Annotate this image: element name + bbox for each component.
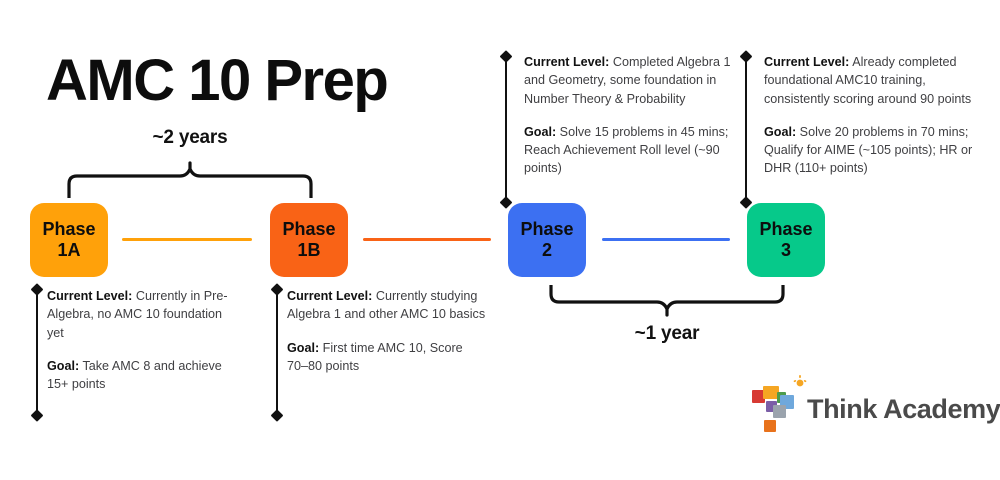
brace-one-year-shape (549, 285, 785, 317)
phase-box-1b[interactable]: Phase 1B (270, 203, 348, 277)
lightbulb-icon (793, 375, 807, 387)
connector-1b-2 (363, 238, 491, 241)
leader-cap-top-1b (270, 283, 284, 296)
detail-3-current: Current Level: Already completed foundat… (764, 53, 980, 108)
detail-1b-goal-text: First time AMC 10, Score 70–80 points (287, 340, 463, 373)
detail-1a-goal-text: Take AMC 8 and achieve 15+ points (47, 358, 222, 391)
detail-3-goal-label: Goal: (764, 124, 797, 139)
detail-2-goal: Goal: Solve 15 problems in 45 mins; Reac… (524, 123, 734, 178)
detail-1a-current: Current Level: Currently in Pre-Algebra,… (47, 287, 237, 342)
think-academy-logo: Think Academy (752, 375, 1000, 432)
logo-square-dot (764, 420, 776, 432)
detail-1a-goal: Goal: Take AMC 8 and achieve 15+ points (47, 357, 237, 394)
phase-2-label-line2: 2 (541, 240, 552, 260)
logo-square-orange (763, 386, 779, 399)
brace-one-year-label: ~1 year (634, 323, 700, 344)
detail-1a-goal-label: Goal: (47, 358, 80, 373)
detail-3-goal: Goal: Solve 20 problems in 70 mins; Qual… (764, 123, 980, 178)
phase-box-1a[interactable]: Phase 1A (30, 203, 108, 277)
detail-2-current-label: Current Level: (524, 55, 610, 69)
detail-1b-current-text: Currently studying Algebra 1 and other A… (287, 289, 486, 322)
detail-2-goal-label: Goal: (524, 124, 557, 139)
phase-1a-label-line1: Phase (42, 219, 96, 240)
leader-cap-top-3 (739, 50, 753, 63)
detail-2-goal-text: Solve 15 problems in 45 mins; Reach Achi… (524, 124, 729, 176)
logo-square-red (752, 390, 765, 403)
leader-line-1a (30, 283, 44, 422)
detail-1b-goal: Goal: First time AMC 10, Score 70–80 poi… (287, 339, 487, 376)
detail-phase-1b: Current Level: Currently studying Algebr… (287, 287, 487, 375)
think-academy-logo-mark (752, 386, 798, 432)
detail-phase-3: Current Level: Already completed foundat… (764, 53, 980, 178)
phase-box-3[interactable]: Phase 3 (747, 203, 825, 277)
detail-2-current: Current Level: Completed Algebra 1 and G… (524, 53, 734, 108)
logo-square-gray (773, 405, 786, 418)
leader-line-2 (499, 50, 513, 209)
detail-3-current-label: Current Level: (764, 55, 850, 69)
brace-two-years-shape (67, 161, 313, 198)
leader-cap-top-2 (499, 50, 513, 63)
leader-cap-bottom-1a (30, 409, 44, 422)
detail-1a-current-text: Currently in Pre-Algebra, no AMC 10 foun… (47, 289, 228, 340)
detail-1a-current-label: Current Level: (47, 289, 133, 303)
think-academy-wordmark: Think Academy (807, 393, 1000, 424)
detail-phase-2: Current Level: Completed Algebra 1 and G… (524, 53, 734, 178)
logo-square-purple (766, 401, 777, 412)
connector-1a-1b (122, 238, 252, 241)
leader-line-1b (270, 283, 284, 422)
leader-line-3 (739, 50, 753, 209)
detail-1b-current: Current Level: Currently studying Algebr… (287, 287, 487, 324)
detail-3-current-text: Already completed foundational AMC10 tra… (764, 55, 972, 106)
phase-1b-label-line2: 1B (297, 240, 321, 260)
detail-1b-current-label: Current Level: (287, 289, 373, 303)
phase-3-label-line2: 3 (780, 240, 791, 260)
connector-2-3 (602, 238, 730, 241)
brace-two-years: ~2 years (66, 127, 314, 198)
detail-phase-1a: Current Level: Currently in Pre-Algebra,… (47, 287, 237, 393)
detail-2-current-text: Completed Algebra 1 and Geometry, some f… (524, 55, 731, 106)
phase-3-label-line1: Phase (759, 219, 813, 240)
phase-box-2[interactable]: Phase 2 (508, 203, 586, 277)
phase-2-label-line1: Phase (520, 219, 574, 240)
leader-cap-bottom-1b (270, 409, 284, 422)
page-title: AMC 10 Prep (46, 48, 389, 113)
brace-one-year: ~1 year (548, 285, 786, 344)
detail-3-goal-text: Solve 20 problems in 70 mins; Qualify fo… (764, 124, 973, 176)
detail-1b-goal-label: Goal: (287, 340, 320, 355)
phase-1a-label-line2: 1A (57, 240, 81, 260)
brace-two-years-label: ~2 years (152, 127, 228, 148)
leader-cap-top-1a (30, 283, 44, 296)
phase-1b-label-line1: Phase (282, 219, 336, 240)
